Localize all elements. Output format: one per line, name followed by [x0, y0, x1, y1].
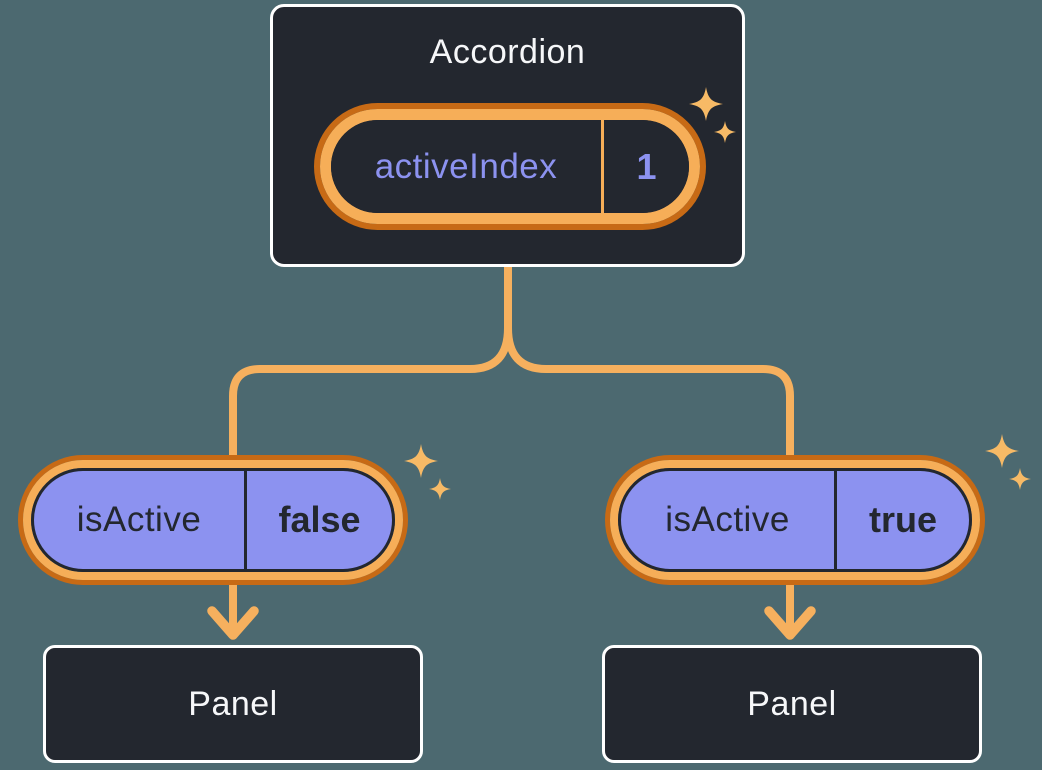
pill-divider [834, 471, 837, 569]
sparkle-icon [1009, 468, 1031, 490]
state-name: activeIndex [374, 146, 558, 186]
state-pill: activeIndex 1 [331, 120, 689, 213]
accordion-title: Accordion [429, 33, 586, 71]
panel-node-left: Panel [43, 645, 423, 763]
prop-name: isActive [665, 500, 790, 539]
state-pill-highlight-ring: activeIndex 1 [314, 103, 706, 230]
accordion-node: Accordion activeIndex 1 [270, 4, 745, 267]
prop-pill-right: isActive true [618, 468, 972, 572]
prop-value: false [278, 499, 361, 540]
prop-pill-right-highlight-ring: isActive true [605, 455, 985, 585]
prop-pill-left: isActive false [31, 468, 395, 572]
state-value: 1 [636, 145, 657, 187]
panel-title: Panel [747, 684, 837, 723]
pill-divider [601, 120, 604, 213]
arrowhead-right-icon [764, 606, 816, 640]
panel-title: Panel [188, 684, 278, 723]
sparkle-icon [404, 444, 438, 478]
panel-node-right: Panel [602, 645, 982, 763]
pill-divider [244, 471, 247, 569]
sparkle-icon [429, 478, 451, 500]
prop-value: true [868, 499, 937, 540]
prop-name: isActive [76, 500, 202, 539]
prop-pill-left-highlight-ring: isActive false [18, 455, 408, 585]
arrowhead-left-icon [207, 606, 259, 640]
sparkle-icon [985, 434, 1019, 468]
